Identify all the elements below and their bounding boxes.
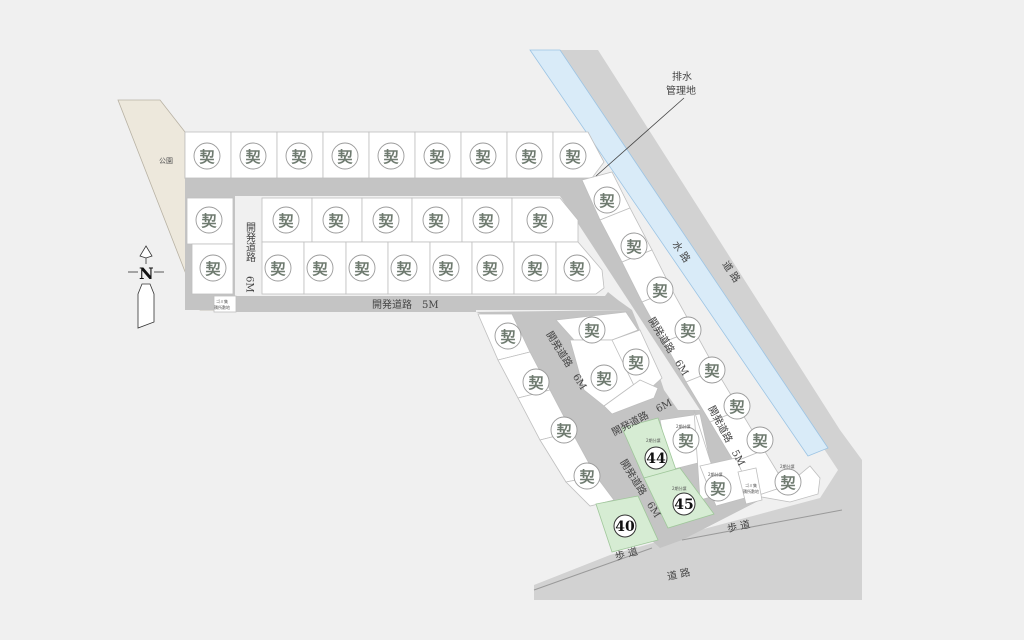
svg-text:契: 契 (703, 362, 720, 380)
phase2-label-a: 2期分譲 (676, 423, 691, 429)
svg-text:契: 契 (336, 148, 353, 166)
waterway (529, 49, 829, 457)
svg-text:契: 契 (520, 148, 537, 166)
park-label: 公園 (159, 157, 173, 165)
svg-text:契: 契 (568, 260, 585, 278)
sidewalk-line-right (681, 509, 843, 541)
svg-text:契: 契 (583, 322, 600, 340)
svg-text:契: 契 (277, 212, 294, 230)
svg-text:契: 契 (428, 148, 445, 166)
svg-text:契: 契 (555, 422, 572, 440)
svg-text:契: 契 (677, 432, 694, 450)
svg-text:契: 契 (474, 148, 491, 166)
small-lot-label-2: 積所敷地 (214, 304, 230, 310)
svg-text:契: 契 (499, 328, 516, 346)
svg-text:契: 契 (437, 260, 454, 278)
svg-text:契: 契 (198, 148, 215, 166)
svg-text:契: 契 (200, 212, 217, 230)
svg-text:契: 契 (527, 374, 544, 392)
svg-text:契: 契 (481, 260, 498, 278)
svg-text:契: 契 (204, 260, 221, 278)
svg-text:契: 契 (327, 212, 344, 230)
lots-right-column (581, 171, 821, 503)
svg-text:契: 契 (679, 322, 696, 340)
contracted-stamps: 契 契 契 契 契 契 契 契 契 契 契 契 契 契 契 契 契 契 契 契 … (193, 142, 802, 502)
water-mgmt-label-2: 管理地 (666, 84, 696, 97)
svg-text:契: 契 (477, 212, 494, 230)
dev-road-6m-v1-label: 開発道路 (244, 222, 256, 263)
small-lot-label-4: 積所敷地 (743, 488, 759, 494)
svg-text:契: 契 (244, 148, 261, 166)
dev-road-6m-v1-width: 6M (244, 276, 255, 293)
svg-text:契: 契 (377, 212, 394, 230)
svg-text:44: 44 (646, 451, 666, 467)
main-road-right (534, 50, 862, 600)
svg-text:契: 契 (595, 370, 612, 388)
water-mgmt-leader (595, 97, 685, 177)
svg-text:契: 契 (269, 260, 286, 278)
svg-text:契: 契 (651, 282, 668, 300)
svg-text:契: 契 (578, 468, 595, 486)
lots-inner-top (261, 197, 579, 243)
north-arrow: N (128, 245, 164, 329)
phase2-label-c: 2期分譲 (780, 463, 795, 469)
svg-text:契: 契 (779, 474, 796, 492)
lot-40-marker[interactable]: 40 (613, 514, 637, 538)
phase2-label-45: 2期分譲 (672, 485, 687, 491)
svg-text:契: 契 (751, 432, 768, 450)
svg-text:契: 契 (395, 260, 412, 278)
svg-text:40: 40 (615, 519, 635, 535)
svg-text:45: 45 (674, 497, 693, 513)
svg-text:契: 契 (353, 260, 370, 278)
dev-road-5m-label: 開発道路 5M (372, 298, 439, 311)
svg-text:契: 契 (598, 192, 615, 210)
svg-text:契: 契 (728, 398, 745, 416)
water-mgmt-label-1: 排水 (672, 70, 692, 83)
sidewalk-line-bottom (533, 547, 653, 591)
dev-road-5m (235, 292, 632, 312)
svg-text:契: 契 (625, 238, 642, 256)
lots-top-row (184, 131, 605, 179)
lot-44-marker[interactable]: 44 (644, 446, 668, 470)
svg-text:契: 契 (709, 480, 726, 498)
svg-text:契: 契 (311, 260, 328, 278)
svg-text:契: 契 (382, 148, 399, 166)
lot-45-marker[interactable]: 45 (672, 492, 696, 516)
svg-text:契: 契 (290, 148, 307, 166)
svg-text:契: 契 (627, 354, 644, 372)
phase2-label-b: 2期分譲 (708, 471, 723, 477)
svg-text:N: N (139, 264, 154, 283)
svg-text:契: 契 (564, 148, 581, 166)
small-lot-label-1: ゴミ集 (216, 298, 228, 304)
phase2-label-44: 2期分譲 (646, 437, 661, 443)
svg-text:契: 契 (526, 260, 543, 278)
small-lot-label-3: ゴミ集 (745, 482, 757, 488)
svg-text:契: 契 (531, 212, 548, 230)
svg-text:契: 契 (427, 212, 444, 230)
